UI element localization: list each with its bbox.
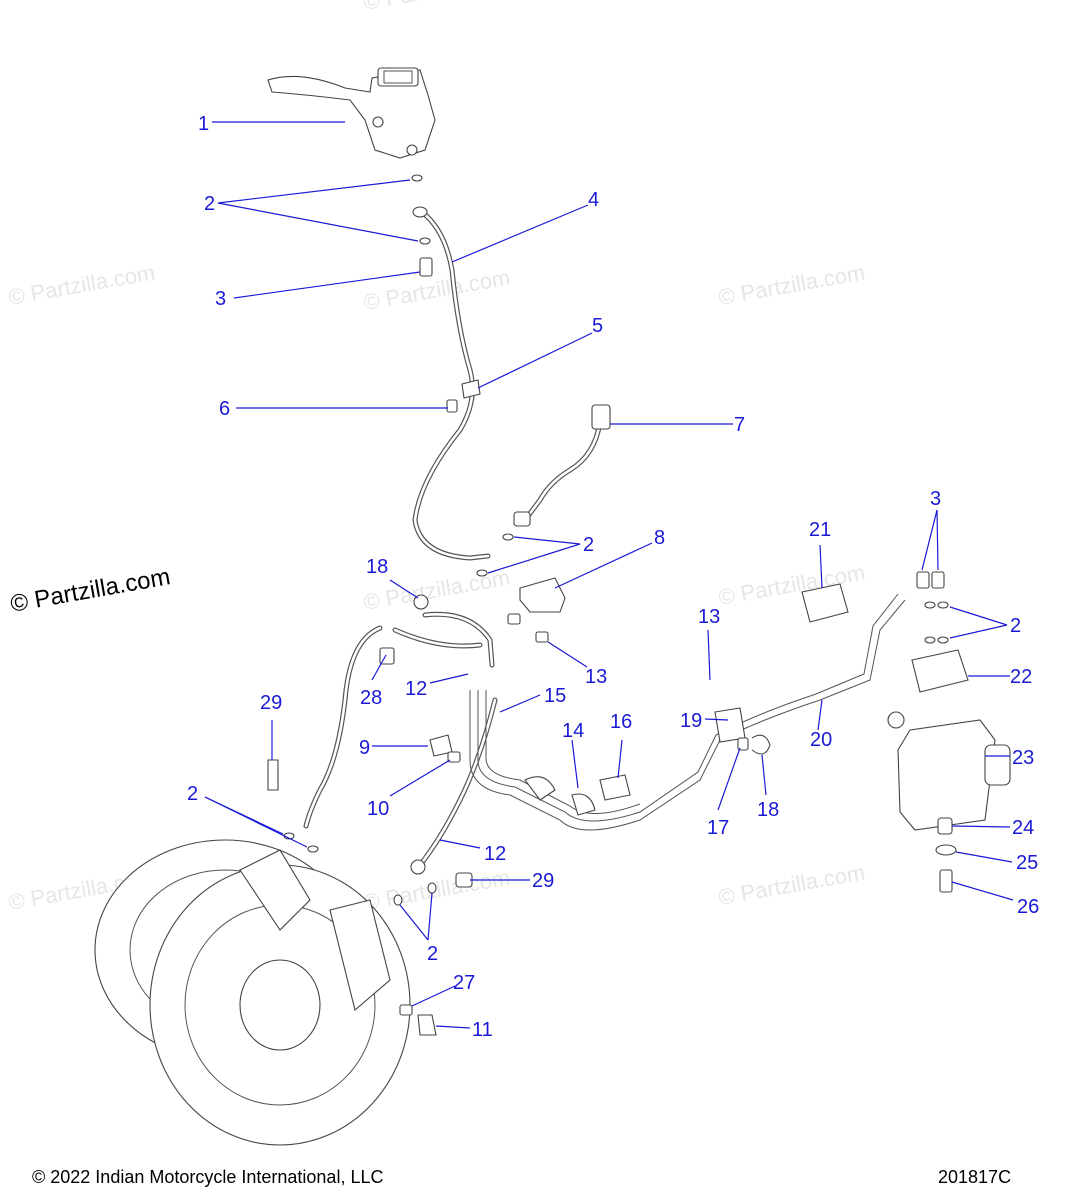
callout-label: 3: [215, 288, 226, 310]
callout-label: 2: [187, 783, 198, 805]
callout-label: 14: [562, 720, 584, 742]
leader-lines: [204, 121, 1014, 1029]
callout-label: 29: [532, 870, 554, 892]
callout-label: 5: [592, 315, 603, 337]
master-cylinder: [267, 67, 436, 159]
clamp: [413, 594, 429, 610]
callout-label: 9: [359, 737, 370, 759]
front-brake-hose: [412, 206, 491, 561]
callout-label: 10: [367, 798, 389, 820]
callout-label: 3: [930, 488, 941, 510]
callout-label: 29: [260, 692, 282, 714]
callout-label: 2: [583, 534, 594, 556]
callout-label: 25: [1016, 852, 1038, 874]
callout-label: 2: [427, 943, 438, 965]
fittings: [267, 647, 461, 791]
callout-label: 17: [707, 817, 729, 839]
watermarks: © Partzilla.com © Partzilla.com © Partzi…: [7, 0, 867, 915]
clamp: [751, 734, 771, 755]
callout-labels: 1 2 3 4 5 6 7 2 8 3 21 2 18 13 13 22 28 …: [187, 113, 1039, 1041]
callout-label: 12: [405, 678, 427, 700]
clip: [417, 1014, 437, 1036]
callout-label: 18: [366, 556, 388, 578]
callout-label: 12: [484, 843, 506, 865]
partzilla-watermark: © Partzilla.com: [8, 563, 172, 618]
callout-label: 16: [610, 711, 632, 733]
watermark: © Partzilla.com: [362, 265, 512, 315]
hose-clip: [446, 379, 481, 413]
callout-label: 7: [734, 414, 745, 436]
watermark: © Partzilla.com: [717, 860, 867, 910]
callout-label: 11: [472, 1019, 493, 1041]
callout-label: 1: [198, 113, 209, 135]
callout-label: 23: [1012, 747, 1034, 769]
screw: [939, 869, 953, 893]
callout-label: 2: [204, 193, 215, 215]
callout-label: 4: [588, 189, 599, 211]
watermark: © Partzilla.com: [717, 260, 867, 310]
spacer: [935, 844, 957, 856]
callout-label: 21: [809, 519, 831, 541]
callout-label: 13: [698, 606, 720, 628]
callout-label: 8: [654, 527, 665, 549]
callout-label: 18: [757, 799, 779, 821]
grommet: [937, 817, 953, 835]
callout-label: 27: [453, 972, 475, 994]
bolt: [399, 1004, 413, 1016]
callout-label: 13: [585, 666, 607, 688]
watermark: © Partzilla.com: [362, 865, 512, 915]
seal-washers: [283, 174, 949, 906]
diagram-id: 201817C: [938, 1167, 1011, 1187]
copyright-text: © 2022 Indian Motorcycle International, …: [32, 1167, 383, 1187]
callout-label: 28: [360, 687, 382, 709]
bracket: [507, 577, 566, 643]
callout-label: 20: [810, 729, 832, 751]
callout-label: 2: [1010, 615, 1021, 637]
banjo-bolts: [419, 257, 945, 589]
wheel-speed-sensor: [513, 404, 611, 527]
abs-module: [887, 711, 1011, 831]
callout-label: 26: [1017, 896, 1039, 918]
watermark: © Partzilla.com: [7, 260, 157, 310]
brake-discs: [94, 839, 411, 1146]
callout-label: 24: [1012, 817, 1034, 839]
line-clips: [524, 707, 749, 816]
front-caliper-hoses: [303, 611, 498, 888]
callout-label: 6: [219, 398, 230, 420]
cover: [801, 583, 849, 623]
callout-label: 22: [1010, 666, 1032, 688]
callout-label: 15: [544, 685, 566, 707]
watermark: © Partzilla.com: [362, 0, 512, 15]
mount-bracket: [911, 649, 969, 693]
callout-label: 19: [680, 710, 702, 732]
